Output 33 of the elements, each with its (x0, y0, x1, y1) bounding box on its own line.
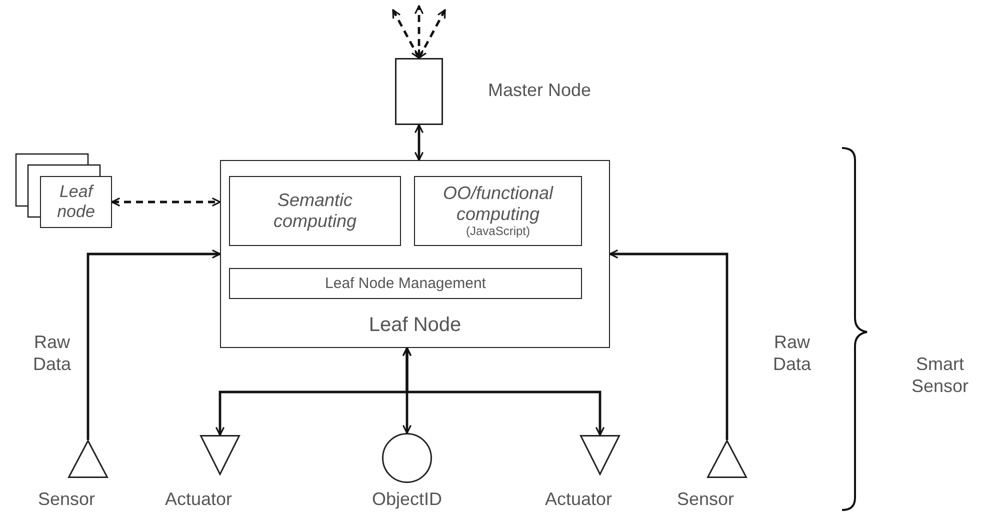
node-title: Semantic computing (272, 190, 358, 232)
group-label: Smart Sensor (910, 354, 970, 398)
node-label: Actuator (165, 489, 232, 510)
arrow (392, 9, 420, 59)
node-title: Leaf node (56, 182, 96, 222)
circle-symbol (382, 433, 432, 483)
arrow (414, 124, 424, 161)
arrow (402, 347, 605, 436)
module-box (229, 268, 582, 299)
triangle-symbol (580, 435, 620, 475)
edge-label: Raw Data (32, 332, 72, 376)
node-note: (JavaScript) (466, 224, 530, 239)
triangle-symbol (707, 440, 747, 478)
module-box (414, 176, 582, 246)
triangle-symbol (68, 440, 108, 478)
node-title: Leaf Node (368, 314, 462, 337)
node-label: Sensor (677, 489, 734, 510)
node-label: Sensor (38, 489, 96, 510)
module-box (229, 176, 401, 246)
edge-label: Raw Data (772, 332, 812, 376)
arrow (86, 249, 221, 440)
card-box (40, 176, 112, 228)
node-label: Master Node (488, 80, 592, 101)
node-label: Actuator (545, 489, 612, 510)
node-label: ObjectID (372, 489, 442, 510)
arrow (609, 249, 728, 440)
node-title: OO/functional computing (442, 183, 554, 225)
master-box (395, 58, 443, 125)
node-title: Leaf Node Management (325, 274, 486, 292)
arrow (111, 197, 221, 207)
container-box (220, 160, 610, 348)
arrow (418, 9, 446, 59)
triangle-symbol (200, 435, 240, 475)
